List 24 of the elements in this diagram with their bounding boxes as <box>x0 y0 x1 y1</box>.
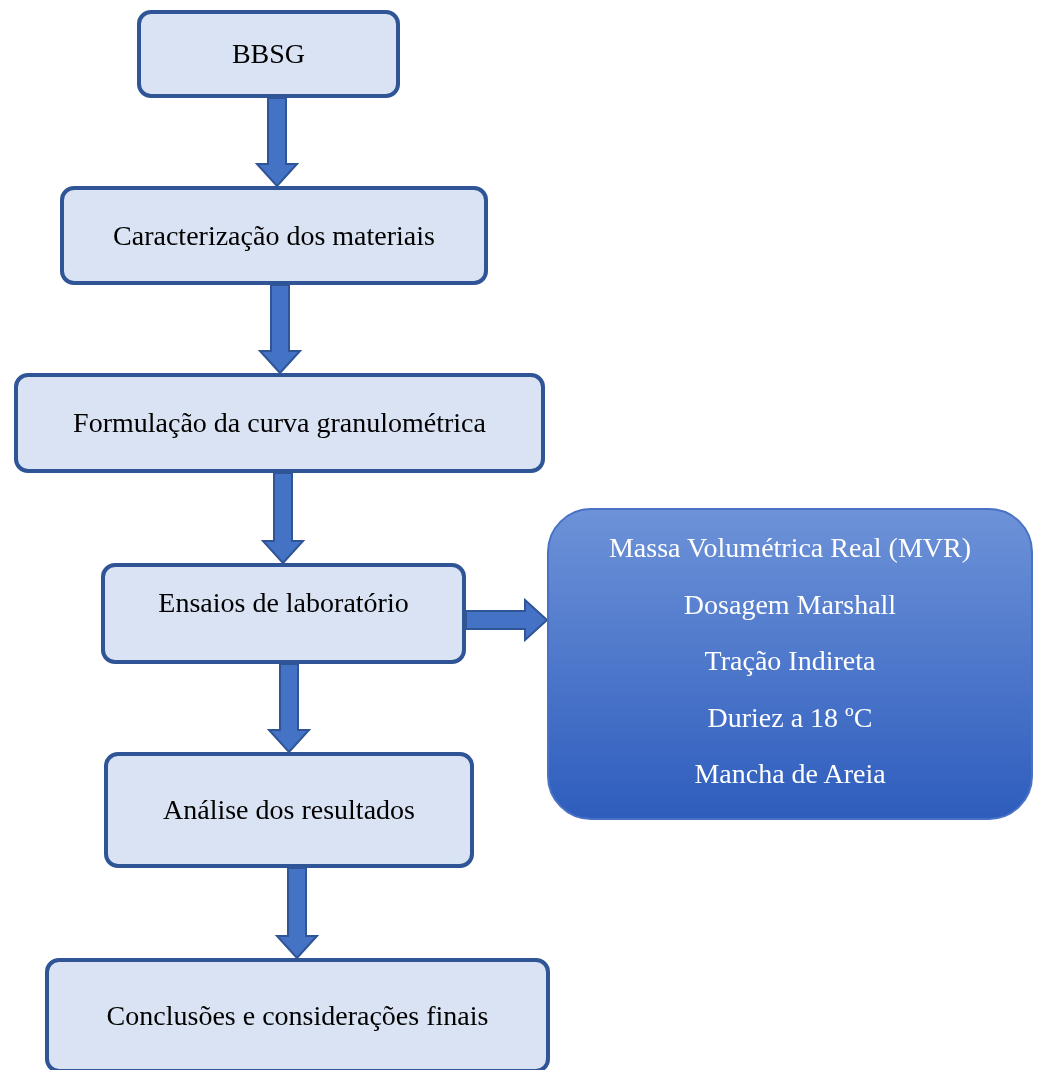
box-text: Ensaios de laboratório <box>158 587 409 619</box>
process-box <box>101 563 466 664</box>
process-box <box>60 186 488 285</box>
box-text: Conclusões e considerações finais <box>106 999 489 1032</box>
box-text: BBSG <box>231 38 306 70</box>
info-box <box>547 508 1033 820</box>
box-text: Caracterização dos materiais <box>113 219 435 252</box>
process-box <box>14 373 545 473</box>
block-arrow <box>274 867 320 960</box>
box-text: Tração Indireta <box>704 645 876 677</box>
box-text: Duriez a 18 ºC <box>707 701 873 734</box>
block-arrow <box>465 597 549 643</box>
box-text: Mancha de Areia <box>694 758 886 790</box>
block-arrow <box>254 97 300 188</box>
block-arrow <box>257 284 303 375</box>
process-box <box>45 958 550 1070</box>
process-box <box>104 752 474 868</box>
block-arrow <box>260 472 306 565</box>
box-text: Análise dos resultados <box>163 794 415 826</box>
box-text: Massa Volumétrica Real (MVR) <box>608 532 972 564</box>
block-arrow <box>266 663 312 754</box>
box-text: Dosagem Marshall <box>683 588 897 621</box>
box-text: Formulação da curva granulométrica <box>73 407 486 439</box>
process-box <box>137 10 400 98</box>
